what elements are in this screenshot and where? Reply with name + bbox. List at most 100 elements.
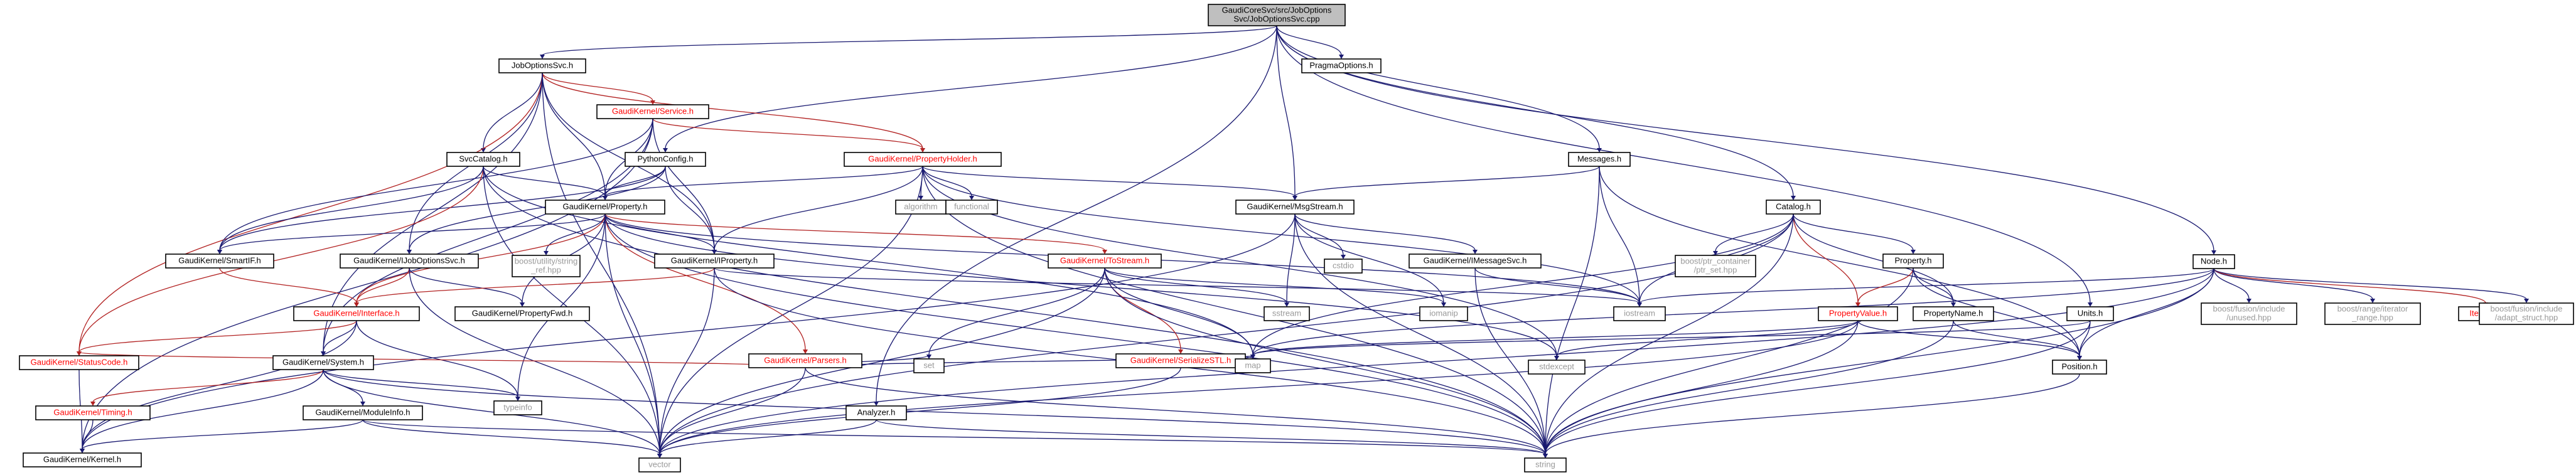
node-box[interactable] [596,104,709,119]
node-units[interactable]: Units.h [2066,306,2114,321]
node-analyzer[interactable]: Analyzer.h [845,405,907,420]
node-box[interactable] [844,152,1002,167]
node-propertyh[interactable]: Property.h [1882,254,1944,269]
node-ijobsvc[interactable]: GaudiKernel/IJobOptionsSvc.h [340,254,479,269]
node-propholder[interactable]: GaudiKernel/PropertyHolder.h [844,152,1002,167]
edge-moduleinfo-to-vector [362,419,660,455]
node-box[interactable] [1882,254,1944,269]
edge-root-to-msgstream [1276,25,1296,197]
node-box[interactable] [748,353,862,368]
edge-parsers-to-string [805,367,1546,455]
node-jobsvc[interactable]: JobOptionsSvc.h [498,58,586,73]
edge-arrowhead [1473,250,1478,254]
node-box[interactable] [1568,152,1631,167]
edge-interface-to-statuscode [78,320,357,353]
node-pragma[interactable]: PragmaOptions.h [1301,58,1382,73]
edge-messages-to-position [1599,166,2080,357]
node-box [493,400,542,415]
node-box[interactable] [165,254,274,269]
edge-units-to-string [1545,320,2091,455]
node-algorithm: algorithm [895,200,947,215]
edge-smartif-to-interface [219,267,357,304]
node-label: boost/utility/string [515,256,577,265]
node-msgstream[interactable]: GaudiKernel/MsgStream.h [1235,200,1355,215]
node-interface[interactable]: GaudiKernel/Interface.h [293,306,420,321]
edge-jobsvc-to-svccatalog [483,72,543,149]
node-box[interactable] [272,355,374,370]
edge-node-to-vector [659,268,2214,455]
node-boostadapt: boost/fusion/include/adapt_struct.hpp [2479,302,2574,325]
node-box[interactable] [446,152,520,167]
node-box [2324,302,2421,325]
node-pyconfig[interactable]: PythonConfig.h [625,152,706,167]
node-box[interactable] [498,58,586,73]
node-box[interactable] [845,405,907,420]
node-label: GaudiKernel/IJobOptionsSvc.h [353,255,465,265]
node-parsers[interactable]: GaudiKernel/Parsers.h [748,353,862,368]
node-label: GaudiKernel/PropertyFwd.h [472,308,572,318]
node-box[interactable] [1818,306,1898,321]
node-box[interactable] [1913,306,1994,321]
node-propname[interactable]: PropertyName.h [1913,306,1994,321]
node-kernel[interactable]: GaudiKernel/Kernel.h [23,452,142,467]
node-node[interactable]: Node.h [2192,254,2235,269]
node-box [2201,302,2297,325]
node-timing[interactable]: GaudiKernel/Timing.h [35,405,151,420]
node-box[interactable] [545,200,665,215]
node-box [1613,306,1666,321]
node-catalog[interactable]: Catalog.h [1766,200,1821,215]
edge-catalog-to-vector [659,213,1794,455]
node-box[interactable] [1301,58,1382,73]
node-box[interactable] [1766,200,1821,215]
node-box[interactable] [340,254,479,269]
node-imsgsvc[interactable]: GaudiKernel/IMessageSvc.h [1409,254,1542,269]
node-label: map [1245,360,1260,370]
node-moduleinfo[interactable]: GaudiKernel/ModuleInfo.h [303,405,423,420]
node-svccatalog[interactable]: SvcCatalog.h [446,152,520,167]
edge-catalog-to-propname [1793,213,1954,304]
edge-propvalue-to-string [1545,320,1859,455]
edge-pyconfig-to-ijobsvc [409,166,666,251]
node-smartif[interactable]: GaudiKernel/SmartIF.h [165,254,274,269]
node-propfwd[interactable]: GaudiKernel/PropertyFwd.h [454,306,590,321]
node-box[interactable] [19,355,139,370]
node-position[interactable]: Position.h [2052,360,2107,375]
node-propvalue[interactable]: PropertyValue.h [1818,306,1898,321]
node-iproperty[interactable]: GaudiKernel/IProperty.h [654,254,775,269]
node-box[interactable] [1048,254,1162,269]
node-root[interactable]: GaudiCoreSvc/src/JobOptionsSvc/JobOption… [1208,4,1346,26]
node-tostream[interactable]: GaudiKernel/ToStream.h [1048,254,1162,269]
edge-arrowhead [1791,196,1796,200]
node-label: GaudiKernel/Property.h [563,201,648,211]
node-box [1528,360,1586,375]
edge-arrowhead [360,402,365,406]
node-box[interactable] [1409,254,1542,269]
node-property[interactable]: GaudiKernel/Property.h [545,200,665,215]
node-box[interactable] [293,306,420,321]
edge-parsers-to-statuscode [78,351,806,368]
node-box[interactable] [23,452,142,467]
node-statuscode[interactable]: GaudiKernel/StatusCode.h [19,355,139,370]
edge-propertyh-to-propvalue [1857,267,1914,304]
node-box[interactable] [303,405,423,420]
node-box[interactable] [454,306,590,321]
node-box [1264,306,1310,321]
node-messages[interactable]: Messages.h [1568,152,1631,167]
node-service[interactable]: GaudiKernel/Service.h [596,104,709,119]
node-box[interactable] [35,405,151,420]
node-box[interactable] [2052,360,2107,375]
edge-service-to-iproperty [652,118,715,251]
node-box[interactable] [1208,4,1346,26]
edge-position-to-string [1545,373,2080,455]
node-box[interactable] [2192,254,2235,269]
edge-analyzer-to-string [876,419,1546,455]
node-serializestl[interactable]: GaudiKernel/SerializeSTL.h [1115,353,1246,368]
node-box[interactable] [625,152,706,167]
node-label: cstdio [1333,260,1354,270]
edge-propname-to-position [1953,320,2080,357]
node-box[interactable] [2066,306,2114,321]
node-box[interactable] [654,254,775,269]
node-system[interactable]: GaudiKernel/System.h [272,355,374,370]
node-box[interactable] [1235,200,1355,215]
node-label: boost/fusion/include [2213,304,2285,313]
